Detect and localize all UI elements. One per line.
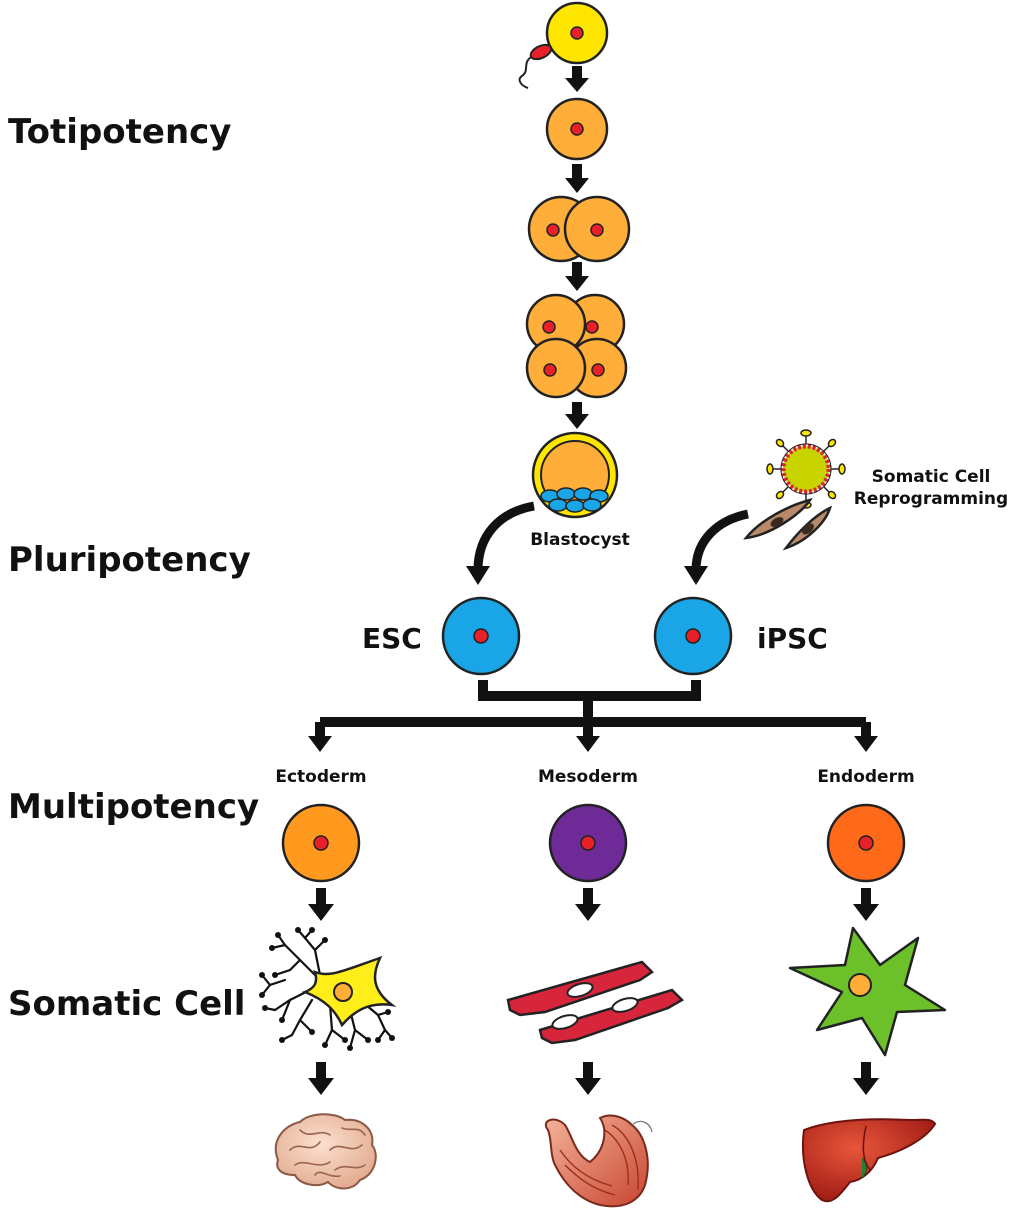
arrow-ectoderm-to-neuron [308, 888, 334, 921]
muscle-fiber-icon [506, 960, 685, 1045]
arrow-reprogramming-to-ipsc [684, 509, 750, 585]
arm-muscle-icon [545, 1114, 653, 1208]
esc-cell [441, 596, 521, 676]
arrow-neuron-to-brain [308, 1062, 334, 1095]
stage-label-somatic-cell: Somatic Cell [8, 984, 246, 1024]
mesoderm-label: Mesoderm [537, 767, 639, 787]
stage-label-totipotency: Totipotency [8, 112, 232, 152]
arrow-hepatocyte-to-liver [853, 1062, 879, 1095]
arrow-two-cell [565, 164, 589, 193]
two-cell-embryo-icon [527, 195, 631, 263]
ectoderm-label: Ectoderm [275, 767, 367, 787]
arrow-zygote [565, 66, 589, 92]
arrow-mesoderm [576, 736, 600, 752]
zygote-icon [545, 97, 609, 161]
brain-icon [274, 1113, 377, 1190]
mesoderm-cell [548, 803, 628, 883]
esc-label: ESC [362, 622, 422, 655]
fibroblast-icon [743, 498, 833, 551]
arrow-mesoderm-to-muscle [575, 888, 601, 921]
endoderm-label: Endoderm [817, 767, 915, 787]
four-cell-embryo-icon [525, 293, 628, 399]
hepatocyte-icon [788, 926, 947, 1057]
blastocyst-label: Blastocyst [530, 530, 630, 550]
stage-label-multipotency: Multipotency [8, 787, 260, 827]
reprogramming-label-line2: Reprogramming [853, 489, 1009, 509]
arrow-blastocyst [565, 402, 589, 429]
reprogramming-label: Somatic Cell Reprogramming [838, 466, 1024, 510]
ipsc-label: iPSC [757, 622, 828, 655]
arrow-four-cell [565, 262, 589, 291]
endoderm-cell [826, 803, 906, 883]
ectoderm-cell [281, 803, 361, 883]
arrow-blastocyst-to-esc [466, 501, 535, 585]
stage-label-pluripotency: Pluripotency [8, 540, 251, 580]
arrow-muscle-to-arm [575, 1062, 601, 1095]
arrow-endoderm [854, 736, 878, 752]
liver-icon [802, 1118, 937, 1203]
virus-icon [766, 429, 846, 509]
arrow-endoderm-to-hepatocyte [853, 888, 879, 921]
arrow-ectoderm [308, 736, 332, 752]
neuron-icon [259, 927, 397, 1051]
sperm-egg-icon [518, 1, 609, 89]
ipsc-cell [653, 596, 733, 676]
arrows [308, 66, 879, 1095]
merge-connector [315, 680, 871, 738]
blastocyst-icon [531, 431, 619, 519]
reprogramming-label-line1: Somatic Cell [871, 467, 991, 487]
